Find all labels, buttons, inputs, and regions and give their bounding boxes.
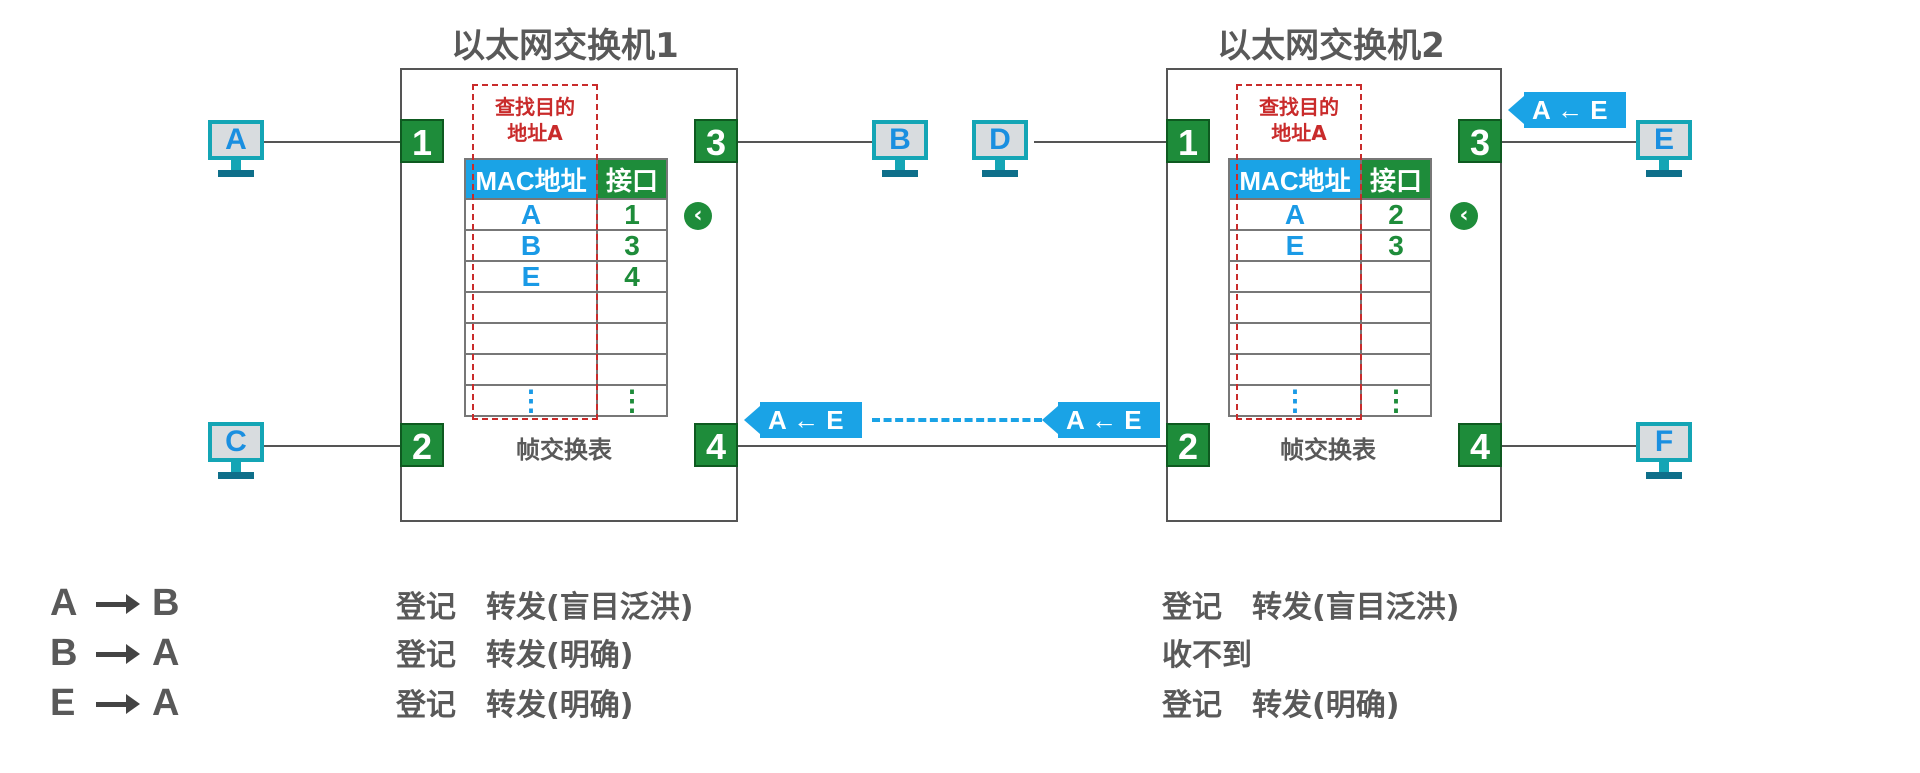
switch2-table-caption: 帧交换表	[1280, 436, 1376, 464]
switch2-lookup-highlight	[1236, 84, 1362, 420]
host-c: C	[206, 422, 270, 484]
switch2-port-4: 4	[1458, 423, 1502, 467]
frame-at-sw1-port4: A ← E	[760, 402, 862, 438]
flow-to: B	[152, 582, 180, 624]
flow-sw2-action: 登记 转发(明确)	[1162, 688, 1400, 723]
port-header: 接口	[1360, 158, 1432, 200]
table-cell-port: 2	[1360, 198, 1432, 231]
table-cell-port	[1360, 260, 1432, 293]
port-header: 接口	[596, 158, 668, 200]
frame-at-sw2-port3: A ← E	[1524, 92, 1626, 128]
frame-at-sw2-port2: A ← E	[1058, 402, 1160, 438]
switch2-lookup-label: 查找目的 地址A	[1259, 95, 1339, 145]
switch1-lookup-highlight	[472, 84, 598, 420]
table-cell-port	[596, 353, 668, 386]
link-sw1-sw2	[738, 445, 1166, 447]
table-cell-port	[596, 322, 668, 355]
switch2-port-2: 2	[1166, 423, 1210, 467]
flow-to: A	[152, 682, 180, 724]
flow-arrow-icon	[96, 694, 140, 714]
table-cell-port	[1360, 291, 1432, 324]
flow-sw2-action: 收不到	[1162, 638, 1252, 673]
table-cell-mac: ⋮	[1228, 384, 1362, 417]
switch1-port-3: 3	[694, 119, 738, 163]
table-cell-mac: B	[464, 229, 598, 262]
computer-icon: E	[1636, 120, 1692, 160]
table-cell-port: 3	[596, 229, 668, 262]
link-a-sw1	[264, 141, 400, 143]
switch1-table-caption: 帧交换表	[516, 436, 612, 464]
table-cell-port: ⋮	[1360, 384, 1432, 417]
mac-header: MAC地址	[1228, 158, 1362, 200]
flow-sw1-action: 登记 转发(盲目泛洪)	[396, 590, 694, 625]
table-cell-port	[1360, 353, 1432, 386]
table-cell-mac	[1228, 353, 1362, 386]
table-cell-mac	[464, 353, 598, 386]
mac-header: MAC地址	[464, 158, 598, 200]
switch1-title: 以太网交换机1	[451, 26, 679, 66]
link-sw1-b	[738, 141, 872, 143]
table-cell-mac	[1228, 291, 1362, 324]
host-b: B	[870, 120, 934, 182]
table-cell-port: ⋮	[596, 384, 668, 417]
frame-arrow-icon	[1042, 406, 1058, 434]
host-f: F	[1634, 422, 1698, 484]
table-cell-mac: A	[1228, 198, 1362, 231]
switch1-collapse-icon[interactable]: ‹	[684, 202, 712, 230]
link-c-sw1	[264, 445, 400, 447]
computer-icon: C	[208, 422, 264, 462]
flow-sw1-action: 登记 转发(明确)	[396, 688, 634, 723]
flow-from: B	[50, 632, 78, 674]
host-e: E	[1634, 120, 1698, 182]
switch2-port-3: 3	[1458, 119, 1502, 163]
host-a: A	[206, 120, 270, 182]
table-cell-port: 1	[596, 198, 668, 231]
frame-path-dashed	[872, 418, 1042, 422]
flow-arrow-icon	[96, 594, 140, 614]
link-d-sw2	[1034, 141, 1166, 143]
table-cell-mac	[464, 291, 598, 324]
flow-from: A	[50, 582, 78, 624]
table-cell-port	[1360, 322, 1432, 355]
link-sw2-e	[1502, 141, 1636, 143]
table-cell-mac	[1228, 322, 1362, 355]
link-sw2-f	[1502, 445, 1636, 447]
table-cell-port	[596, 291, 668, 324]
flow-to: A	[152, 632, 180, 674]
frame-arrow-icon	[1508, 96, 1524, 124]
flow-sw2-action: 登记 转发(盲目泛洪)	[1162, 590, 1460, 625]
switch1-lookup-label: 查找目的 地址A	[495, 95, 575, 145]
flow-sw1-action: 登记 转发(明确)	[396, 638, 634, 673]
frame-arrow-icon	[744, 406, 760, 434]
table-cell-mac: A	[464, 198, 598, 231]
computer-icon: D	[972, 120, 1028, 160]
switch1-port-2: 2	[400, 423, 444, 467]
table-cell-port: 3	[1360, 229, 1432, 262]
host-d: D	[970, 120, 1034, 182]
switch1-port-1: 1	[400, 119, 444, 163]
switch2-collapse-icon[interactable]: ‹	[1450, 202, 1478, 230]
table-cell-port: 4	[596, 260, 668, 293]
switch2-title: 以太网交换机2	[1217, 26, 1445, 66]
computer-icon: A	[208, 120, 264, 160]
switch2-port-1: 1	[1166, 119, 1210, 163]
computer-icon: F	[1636, 422, 1692, 462]
flow-arrow-icon	[96, 644, 140, 664]
flow-from: E	[50, 682, 76, 724]
switch1-port-4: 4	[694, 423, 738, 467]
computer-icon: B	[872, 120, 928, 160]
